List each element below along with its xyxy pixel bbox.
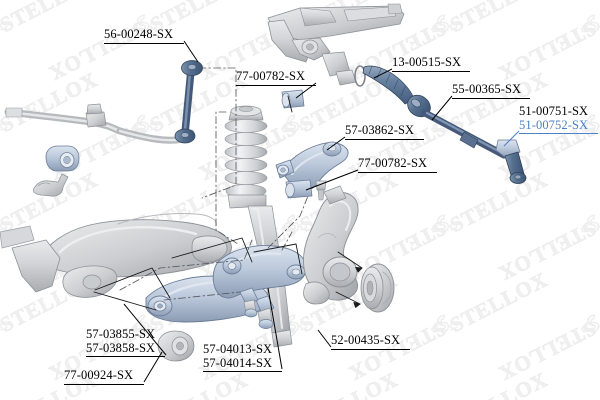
- callout-55-00365-sx[interactable]: 55-00365-SX: [452, 82, 522, 97]
- callout-13-00515-sx-underline: [392, 70, 470, 72]
- leader-52-00435-sx: [317, 329, 332, 348]
- callout-55-00365-sx-underline: [452, 97, 530, 99]
- assembly-pointer-brackets: [93, 95, 303, 311]
- callout-line: 52-00435-SX: [331, 333, 401, 347]
- leader-77-00782-sx-upper: [295, 82, 317, 99]
- wheel-hub: [360, 263, 395, 313]
- steering-rack-boot: [362, 65, 415, 105]
- callout-56-00248-sx-underline: [104, 42, 184, 44]
- callout-line: 55-00365-SX: [452, 82, 522, 96]
- callout-57-03855-58-sx-underline: [86, 356, 165, 357]
- leader-55-00365-sx: [431, 95, 453, 121]
- leader-56-00248-sx: [183, 40, 199, 63]
- leader-51-00752-sx: [503, 130, 520, 147]
- callout-line: 57-04014-SX: [203, 355, 273, 370]
- callout-line: 56-00248-SX: [104, 27, 174, 41]
- callout-line: 57-03858-SX: [86, 340, 156, 355]
- callout-line: 77-00782-SX: [358, 156, 428, 170]
- hub-fit-arrows: [335, 251, 363, 308]
- callout-line: 51-00752-SX: [519, 117, 589, 132]
- callout-77-00782-sx-lower-underline: [358, 171, 437, 173]
- callout-77-00924-sx-underline: [64, 383, 144, 385]
- callout-52-00435-sx-underline: [331, 348, 410, 350]
- steering-knuckle: [303, 185, 359, 305]
- callout-51-00751-52-sx-underline: [519, 133, 598, 134]
- callout-56-00248-sx[interactable]: 56-00248-SX: [104, 27, 174, 42]
- leader-57-03862-sx: [326, 136, 346, 151]
- leader-13-00515-sx: [373, 68, 393, 79]
- assembly-guide-lines: [119, 67, 309, 301]
- callout-line: 57-03862-SX: [345, 123, 415, 137]
- control-arm-bushing-rack: [281, 89, 305, 109]
- control-arm-bushing-upper: [285, 179, 313, 199]
- callout-77-00782-sx-lower[interactable]: 77-00782-SX: [358, 156, 428, 171]
- callout-line: 57-03855-SX: [86, 327, 156, 341]
- callout-77-00782-sx-upper[interactable]: 77-00782-SX: [236, 69, 306, 84]
- front-subframe: [0, 213, 232, 298]
- stabilizer-bushing: [45, 145, 80, 172]
- stabilizer-bracket: [33, 173, 69, 197]
- outer-tie-rod-end: [495, 139, 527, 184]
- callout-line: 77-00782-SX: [236, 69, 306, 83]
- callout-57-03862-sx-underline: [345, 138, 424, 140]
- callout-line: 77-00924-SX: [64, 368, 134, 382]
- leader-77-00924-sx: [143, 351, 163, 383]
- callout-77-00782-sx-upper-underline: [236, 84, 316, 86]
- stabilizer-link: [174, 60, 203, 144]
- callout-57-04013-14-sx-underline: [203, 371, 282, 372]
- steering-rack: [267, 3, 405, 87]
- arm-bushing: [157, 330, 195, 362]
- upper-control-arm: [275, 141, 349, 201]
- leader-57-04013-14-sx: [267, 287, 283, 370]
- callout-line: 57-04013-SX: [203, 342, 273, 356]
- callout-13-00515-sx[interactable]: 13-00515-SX: [392, 55, 462, 70]
- callout-57-03862-sx[interactable]: 57-03862-SX: [345, 123, 415, 138]
- leader-77-00782-sx-lower: [305, 169, 359, 191]
- callout-line: 13-00515-SX: [392, 55, 462, 69]
- callout-52-00435-sx[interactable]: 52-00435-SX: [331, 333, 401, 348]
- callout-line: 51-00751-SX: [519, 104, 589, 118]
- callout-77-00924-sx[interactable]: 77-00924-SX: [64, 368, 134, 383]
